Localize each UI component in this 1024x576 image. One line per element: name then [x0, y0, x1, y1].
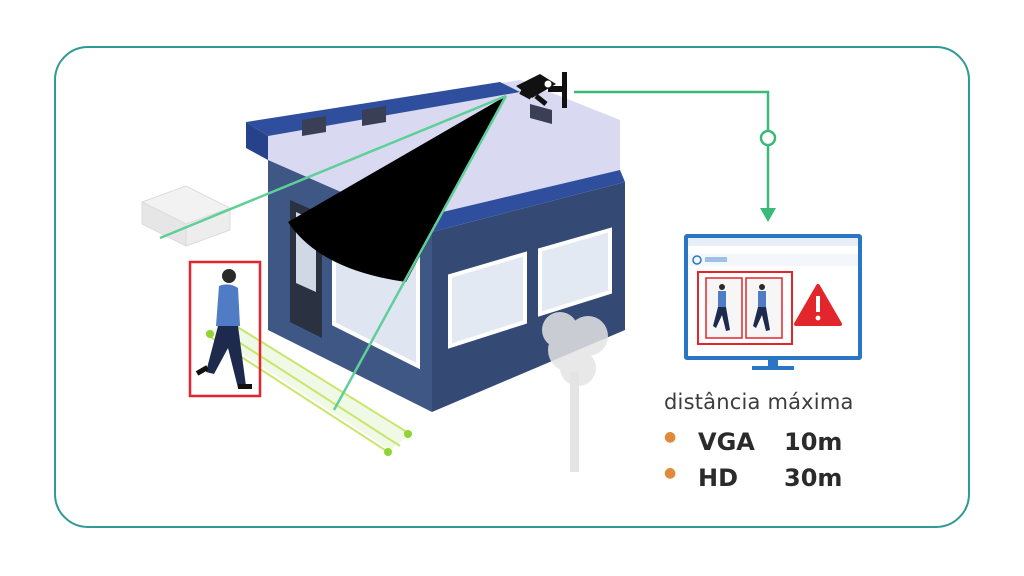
camera-field-of-view	[159, 94, 508, 411]
spec-label: VGA	[698, 428, 755, 456]
spec-row-vga: ● VGA 10m	[664, 424, 964, 460]
walkway-marker	[404, 430, 412, 438]
monitor-person-icon	[713, 284, 730, 331]
monitor	[684, 234, 862, 370]
spec-value: 30m	[784, 464, 843, 492]
bullet-icon: ●	[664, 429, 677, 445]
walkway-marker	[384, 448, 392, 456]
range-caption: distância máxima ● VGA 10m ● HD 30m	[664, 390, 964, 496]
bench-block	[140, 185, 232, 247]
monitor-person-icon	[753, 284, 770, 331]
detection-box	[188, 260, 262, 398]
spec-row-hd: ● HD 30m	[664, 460, 964, 496]
warning-icon	[794, 284, 842, 326]
detected-person	[188, 260, 262, 398]
bullet-icon: ●	[664, 465, 677, 481]
signal-connector	[574, 90, 777, 222]
spec-value: 10m	[784, 428, 843, 456]
person-icon	[195, 269, 252, 389]
walkway-marker	[206, 330, 214, 338]
tree-icon	[542, 312, 608, 472]
caption-title: distância máxima	[664, 390, 854, 414]
cctv-camera-icon	[516, 72, 567, 108]
spec-label: HD	[698, 464, 739, 492]
